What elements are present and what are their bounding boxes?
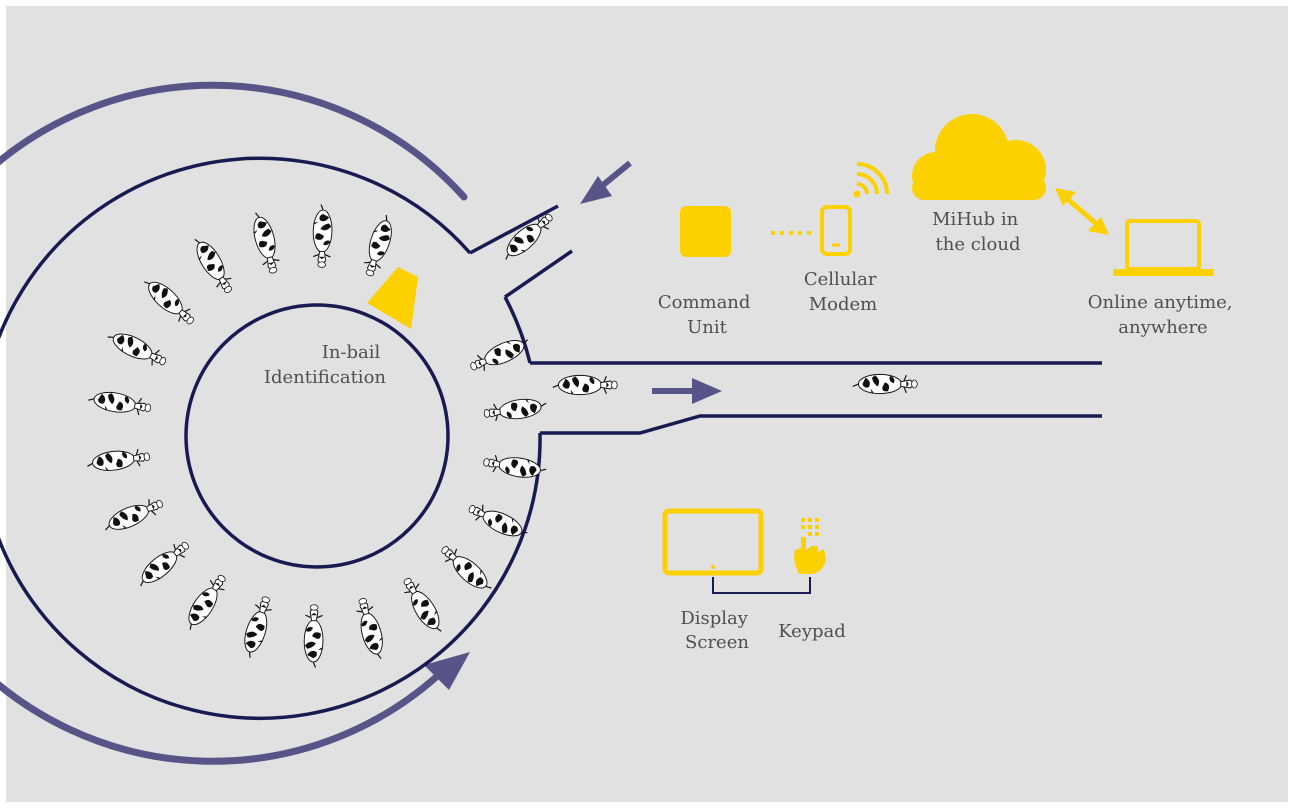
display-keypad-link bbox=[712, 577, 811, 594]
online-label: Online anytime, anywhere bbox=[1088, 292, 1239, 338]
command-unit-icon bbox=[680, 206, 731, 257]
wifi-signal-icon bbox=[853, 162, 889, 198]
cellular-modem-label: Cellular Modem bbox=[804, 269, 882, 315]
in-bail-reader-icon bbox=[367, 267, 418, 329]
keypad-icon bbox=[794, 518, 826, 574]
entry-race-lower bbox=[504, 249, 573, 299]
mihub-label: MiHub in the cloud bbox=[932, 209, 1024, 255]
exit-race-lower bbox=[540, 414, 1102, 435]
entry-race-upper bbox=[469, 204, 559, 255]
entry-arrowhead bbox=[580, 176, 612, 204]
exit-arrowhead bbox=[692, 378, 722, 404]
platform-outer-wall bbox=[0, 156, 542, 720]
keypad-label: Keypad bbox=[778, 621, 846, 642]
platform-outer-wall-upper bbox=[503, 296, 532, 364]
rotation-arrowhead bbox=[424, 652, 470, 690]
double-arrow-icon bbox=[1055, 188, 1109, 235]
in-bail-label: In-bail Identification bbox=[264, 342, 387, 388]
rotation-arrow bbox=[0, 81, 468, 765]
display-screen-label: Display Screen bbox=[680, 608, 753, 653]
cloud-icon bbox=[912, 114, 1046, 200]
cellular-modem-icon bbox=[820, 205, 852, 256]
display-screen-icon bbox=[662, 508, 764, 576]
background-panel bbox=[6, 6, 1288, 802]
laptop-icon bbox=[1113, 219, 1214, 276]
platform-inner-ring bbox=[184, 303, 450, 569]
command-unit-label: Command Unit bbox=[658, 292, 756, 338]
